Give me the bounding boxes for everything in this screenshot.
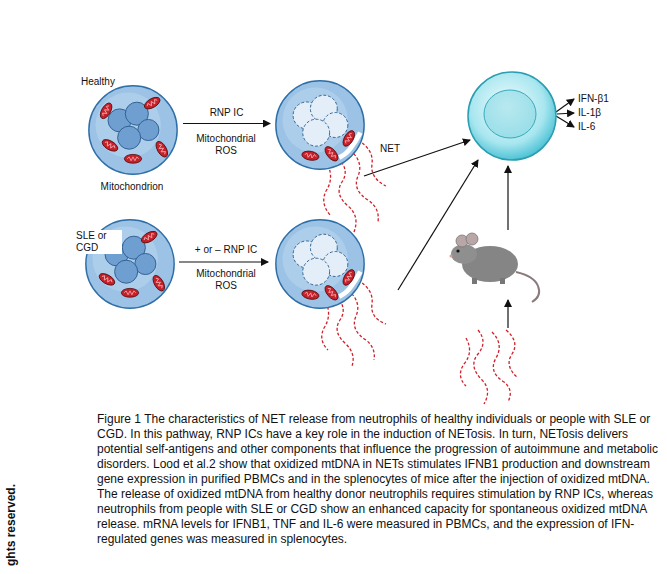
- cell-label: Healthy: [79, 76, 117, 88]
- annotation: IFN-β1: [578, 93, 609, 105]
- annotation: + or – RNP IC: [184, 244, 268, 256]
- cell-shape: [272, 77, 368, 173]
- neutrophil-cell: Healthy: [85, 82, 181, 178]
- annotation: IL-1β: [578, 107, 601, 119]
- cell-label: NET: [378, 143, 402, 155]
- mouse: [450, 233, 540, 302]
- annotation: Mitochondrial ROS: [190, 268, 262, 292]
- neutrophil-cell: SLE or CGD: [82, 216, 178, 312]
- target-cell: [468, 72, 556, 160]
- net-strands: [322, 140, 518, 404]
- arrow-connector: [183, 123, 270, 124]
- annotation: Mitochondrion: [96, 181, 168, 193]
- watermark: ghts reserved.: [4, 484, 18, 566]
- cell-shape: [85, 82, 181, 178]
- arrow-label: RNP IC: [210, 107, 244, 119]
- netting-cell: [276, 220, 364, 308]
- neutrophil-cell: NET: [272, 77, 368, 173]
- annotation: IL-6: [578, 121, 595, 133]
- annotation: Mitochondrial ROS: [190, 133, 262, 157]
- cell-label: SLE or CGD: [74, 230, 122, 254]
- figure-caption: Figure 1 The characteristics of NET rele…: [97, 412, 659, 547]
